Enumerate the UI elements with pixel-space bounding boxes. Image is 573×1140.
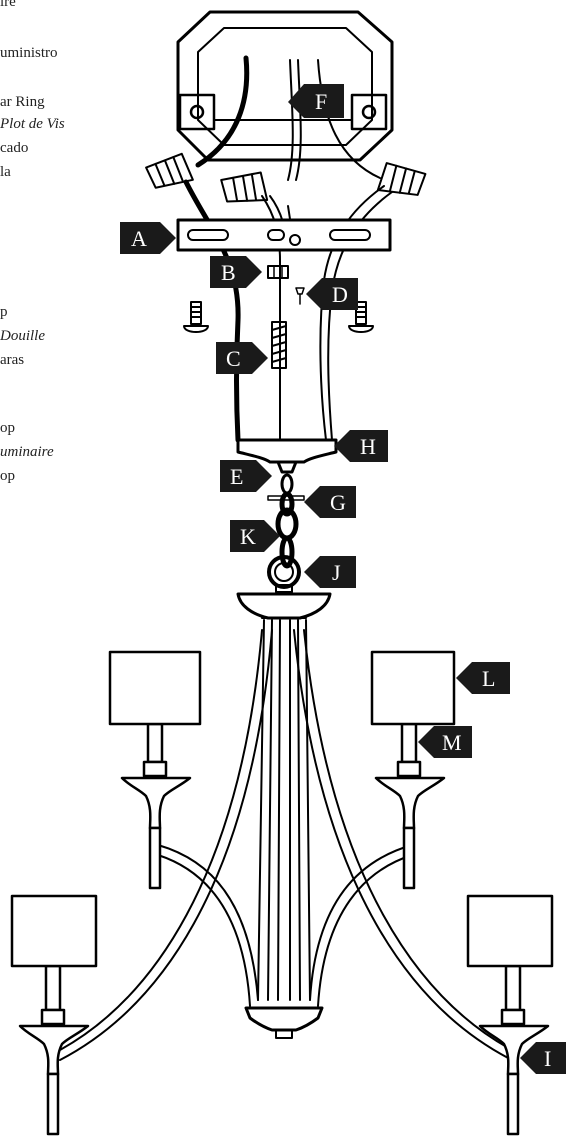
- svg-text:L: L: [482, 666, 495, 691]
- text-line: Plot de Vis: [0, 116, 65, 132]
- callout-K: K: [230, 520, 280, 552]
- svg-text:I: I: [544, 1046, 551, 1071]
- callout-I: I: [520, 1042, 566, 1074]
- mounting-strap: [176, 218, 392, 252]
- central-column: [257, 619, 311, 1001]
- text-line: p: [0, 304, 8, 320]
- callout-D: D: [306, 278, 358, 310]
- svg-text:A: A: [131, 226, 147, 251]
- socket-cups: [18, 776, 550, 1136]
- text-line: Douille: [0, 328, 45, 344]
- callout-E: E: [220, 460, 272, 492]
- text-line: ar Ring: [0, 94, 45, 110]
- svg-text:B: B: [221, 260, 236, 285]
- text-line: uminaire: [0, 444, 54, 460]
- svg-text:C: C: [226, 346, 241, 371]
- supply-wires: [195, 55, 381, 181]
- svg-text:F: F: [315, 89, 327, 114]
- callout-M: M: [418, 726, 472, 758]
- chandelier-arms: [59, 629, 513, 1061]
- callout-C: C: [216, 342, 268, 374]
- body-bottom-cup: [244, 1006, 324, 1039]
- hex-nut: [267, 265, 289, 279]
- threaded-nipple: [271, 321, 287, 369]
- svg-text:E: E: [230, 464, 243, 489]
- callout-J: J: [304, 556, 356, 588]
- body-top-cup: [236, 592, 332, 620]
- svg-text:G: G: [330, 490, 346, 515]
- mounting-screws: [183, 301, 374, 333]
- canopy: [236, 438, 338, 464]
- svg-text:D: D: [332, 282, 348, 307]
- text-line: cado: [0, 140, 29, 156]
- text-line: aras: [0, 352, 25, 368]
- ground-screw: [295, 287, 305, 305]
- callout-A: A: [120, 222, 176, 254]
- svg-text:K: K: [240, 524, 256, 549]
- text-line: op: [0, 468, 15, 484]
- text-line: la: [0, 164, 11, 180]
- lamp-shades: [10, 650, 554, 968]
- callout-F: F: [288, 84, 344, 118]
- text-line: ire: [0, 0, 16, 10]
- sockets: [40, 722, 526, 1026]
- callouts: A B C D E F G: [120, 84, 566, 1074]
- svg-text:M: M: [442, 730, 462, 755]
- callout-L: L: [456, 662, 510, 694]
- fixture-loop: [267, 555, 301, 593]
- svg-text:H: H: [360, 434, 376, 459]
- callout-G: G: [304, 486, 356, 518]
- text-line: op: [0, 420, 15, 436]
- callout-H: H: [334, 430, 388, 462]
- text-line: uministro: [0, 45, 58, 61]
- callout-B: B: [210, 256, 262, 288]
- wire-connectors: [145, 152, 427, 203]
- chain: [275, 491, 299, 569]
- canopy-loop: [276, 460, 298, 495]
- cropped-instruction-text: ire uministro ar Ring Plot de Vis cado l…: [0, 0, 120, 520]
- svg-text:J: J: [332, 560, 341, 585]
- outlet-box: [176, 10, 394, 162]
